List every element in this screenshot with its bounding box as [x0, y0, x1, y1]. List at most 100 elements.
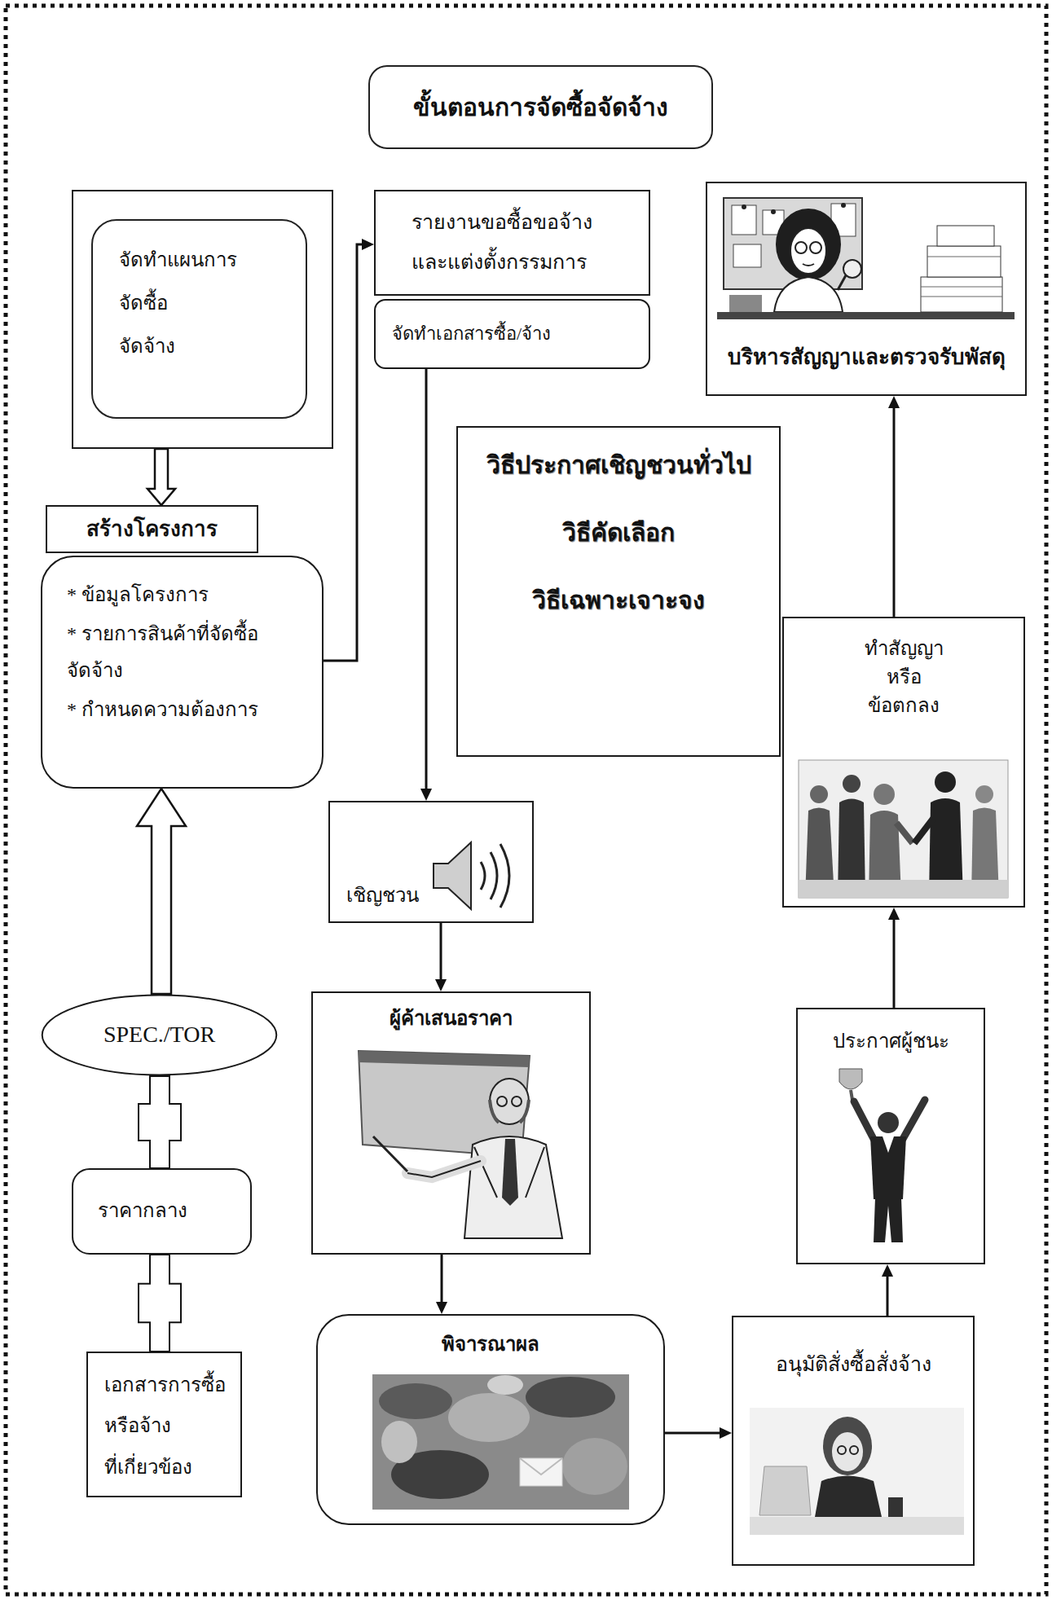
node-text: วิธีคัดเลือก [562, 516, 675, 549]
evaluation-photo-part [525, 1377, 616, 1418]
winner-illustration-part [882, 1136, 894, 1154]
spec-ellipse: SPEC./TOR [40, 994, 278, 1077]
text-word: และแต่งตั้งกรรมการ [411, 250, 587, 273]
evaluation-photo-part [562, 1438, 628, 1496]
meeting-handshake-photo-part [873, 783, 895, 806]
ellipse-shape [42, 995, 278, 1076]
arrow-line [440, 1254, 444, 1304]
document-box: จัดทำเอกสารซื้อ/จ้าง [374, 299, 651, 370]
arrow-head [435, 979, 447, 992]
plan-box: จัดทำแผนการ จัดซื้อ จัดจ้าง [71, 189, 334, 449]
text-word: * [66, 623, 77, 645]
text-word: หรือ [886, 666, 922, 688]
node-text: SPEC./TOR [103, 1020, 216, 1050]
node-text: ราคากลาง [97, 1198, 188, 1224]
winner-illustration-part [870, 1136, 907, 1200]
meeting-handshake-photo-part [798, 760, 1008, 898]
node-text: เอกสารการซื้อ หรือจ้าง ที่เกี่ยวข้อง [104, 1364, 226, 1488]
approval-photo-part [749, 1408, 964, 1536]
winner-box: ประกาศผู้ชนะ [796, 1007, 986, 1265]
text-word: หรือจ้าง [104, 1415, 172, 1437]
speaker-icon-part [500, 844, 510, 908]
presenter-illustration-part [497, 1096, 507, 1107]
approval-box: อนุมัติสั่งซื้อสั่งจ้าง [731, 1316, 975, 1567]
office-illustration-part [840, 202, 846, 208]
project-header-box: สร้างโครงการ [45, 505, 259, 554]
text-word: ที่เกี่ยวข้อง [104, 1456, 193, 1479]
hollow-arrow-shape [136, 788, 186, 995]
arrow-line [323, 244, 364, 661]
speaker-icon [433, 842, 510, 910]
plan-inner-frame [92, 220, 307, 419]
speaker-icon-part [433, 842, 471, 910]
evaluation-photo-part [381, 1421, 418, 1464]
arrow-head [888, 907, 900, 920]
evaluation-box: พิจารณาผล [316, 1314, 665, 1526]
text-word: ข้อตกลง [867, 695, 940, 717]
hollow-arrow [147, 448, 176, 506]
node-text: อนุมัติสั่งซื้อสั่งจ้าง [775, 1351, 932, 1379]
meeting-handshake-photo-part [842, 774, 861, 793]
approval-photo-part [814, 1476, 882, 1519]
flow-arrow [888, 396, 900, 617]
winner-illustration-part [902, 1100, 925, 1140]
arrow-head [435, 1302, 448, 1315]
text-word: รายงานขอซื้อขอจ้าง [411, 211, 593, 234]
flow-arrow [888, 907, 900, 1008]
evaluation-photo-part [448, 1393, 530, 1443]
meeting-handshake-photo-part [975, 785, 994, 804]
arrow-head [888, 396, 900, 409]
page-border [5, 5, 1047, 1595]
flow-arrow [664, 1427, 732, 1440]
presenter-illustration-part [501, 1139, 519, 1207]
office-illustration-part [733, 244, 762, 268]
evaluation-photo [372, 1374, 630, 1510]
office-illustration-part [723, 198, 863, 290]
office-illustration-part [770, 209, 776, 215]
arrow-head [719, 1427, 732, 1440]
node-text: รายงานขอซื้อขอจ้าง และแต่งตั้งกรรมการ [411, 202, 593, 283]
evaluation-photo-part [372, 1374, 630, 1510]
node-text: วิธีประกาศเชิญชวนทั่วไป [486, 448, 752, 481]
approval-photo-part [749, 1517, 964, 1536]
median-price-box: ราคากลาง [71, 1168, 252, 1255]
node-text: เชิญชวน [346, 883, 419, 909]
winner-illustration-part [839, 1069, 863, 1090]
office-illustration-part [775, 208, 841, 281]
arrow-head [881, 1264, 894, 1277]
node-text: ทำสัญญา หรือ ข้อตกลง [864, 634, 944, 720]
winner-illustration-part [877, 1112, 899, 1134]
winner-illustration-part [873, 1197, 903, 1243]
flow-arrow [435, 923, 447, 992]
flow-arrow [420, 369, 432, 802]
flow-arrow [323, 238, 375, 661]
office-illustration-part [717, 312, 1015, 320]
puzzle-connector [138, 1254, 181, 1352]
office-illustration-part [920, 277, 1003, 313]
meeting-handshake-photo-part [809, 785, 828, 804]
node-text: วิธีเฉพาะเจาะจง [532, 584, 705, 617]
text-word: จัดจ้าง [66, 660, 124, 682]
title-frame [369, 66, 713, 149]
presenter-illustration [358, 1051, 563, 1239]
office-illustration-part [920, 286, 1003, 288]
node-text: * กำหนดความต้องการ [66, 691, 259, 730]
approval-photo-part [759, 1466, 811, 1516]
method-box: วิธีประกาศเชิญชวนทั่วไปวิธีคัดเลือกวิธีเ… [456, 426, 781, 758]
winner-illustration [839, 1069, 925, 1243]
office-illustration-part [795, 242, 807, 254]
title-box: ขั้นตอนการจัดซื้อจัดจ้าง [369, 66, 713, 149]
speaker-icon-part [480, 862, 485, 890]
text-word: รายการสินค้าที่จัดซื้อ [81, 623, 259, 645]
office-illustration-part [790, 228, 827, 274]
speaker-icon-part [490, 852, 498, 900]
presenter-illustration-part [474, 1147, 545, 1198]
office-illustration-part [809, 242, 822, 254]
meeting-handshake-photo-part [934, 771, 956, 793]
arrow-head [420, 788, 432, 802]
arrow-line [893, 406, 896, 617]
node-text: จัดทำแผนการ จัดซื้อ จัดจ้าง [118, 238, 238, 368]
arrow-line [664, 1432, 722, 1435]
meeting-handshake-photo [798, 760, 1008, 898]
